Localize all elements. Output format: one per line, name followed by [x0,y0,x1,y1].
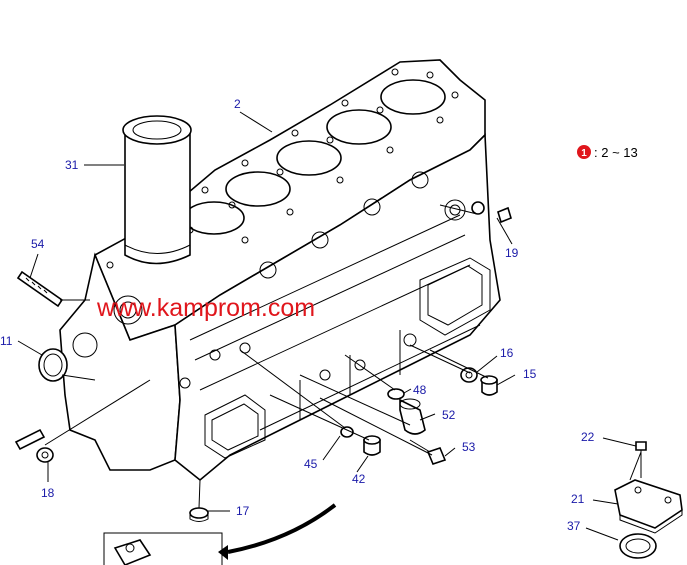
callout-42: 42 [352,472,366,486]
cylinder-liner [122,115,192,265]
callout-labels: 2 31 54 11 18 17 19 16 15 48 52 53 42 45… [0,97,595,533]
plug-17 [189,507,209,522]
plug-15 [480,375,498,396]
callout-45: 45 [304,457,318,471]
sweep-arrow [218,503,337,560]
legend-badge-icon [577,145,591,159]
callout-54: 54 [31,237,45,251]
callout-31: 31 [65,158,79,172]
cylinder-block [59,59,501,482]
bolt-53 [409,439,447,465]
detail-inset [103,532,223,565]
valve-52 [399,398,426,435]
legend-badge-number: 1 [581,148,587,159]
callout-52: 52 [442,408,456,422]
callout-37: 37 [567,519,581,533]
plug-19 [471,201,512,224]
callout-53: 53 [462,440,476,454]
leader-lines [17,111,642,541]
callout-16: 16 [500,346,514,360]
stud-bolt-54 [16,270,64,308]
legend-range: : 2 ~ 13 [594,145,638,160]
washer-16 [460,367,478,383]
plug-42 [363,435,381,456]
o-ring-11 [38,348,68,382]
o-ring-37 [619,533,657,559]
legend: 1 : 2 ~ 13 [577,145,638,160]
callout-15: 15 [523,367,537,381]
o-ring-48 [387,388,405,400]
watermark: www.kamprom.com [96,294,315,322]
callout-21: 21 [571,492,585,506]
washer-45 [340,426,354,438]
callout-18: 18 [41,486,55,500]
callout-19: 19 [505,246,519,260]
callout-17: 17 [236,504,250,518]
callout-11: 11 [0,334,13,348]
bolt-22 [635,441,647,478]
stud-18 [14,428,54,463]
callout-2: 2 [234,97,241,111]
cover-21 [614,479,683,534]
callout-22: 22 [581,430,595,444]
callout-48: 48 [413,383,427,397]
